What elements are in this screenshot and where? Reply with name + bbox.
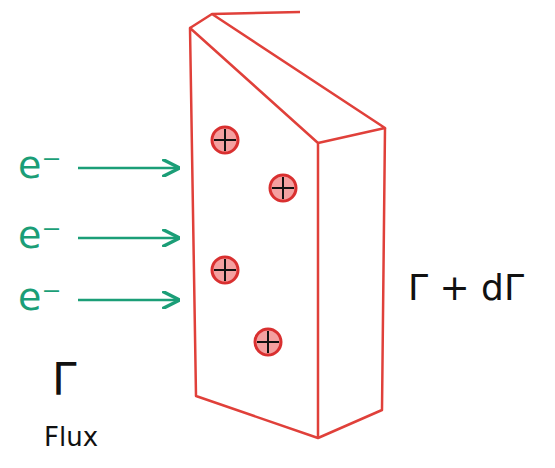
flux-arrow	[78, 167, 178, 170]
slab-front-face	[190, 28, 318, 438]
ion-symbols	[212, 127, 296, 355]
ion-symbol	[212, 257, 238, 283]
electron-arrows	[78, 168, 178, 300]
flux-symbol: Γ	[52, 358, 77, 402]
ion-symbol	[270, 175, 296, 201]
flux-out-label: Γ + dΓ	[408, 270, 524, 306]
flux-arrow	[78, 299, 178, 302]
electron-symbol: e⁻	[18, 216, 61, 254]
ion-symbol	[255, 329, 281, 355]
slab-top-face	[190, 12, 385, 143]
ion-symbol	[212, 127, 238, 153]
flux-arrow	[78, 237, 178, 240]
slab-outline	[190, 12, 385, 438]
electron-symbol: e⁻	[18, 278, 61, 316]
flux-label: Flux	[44, 424, 98, 450]
electron-symbol: e⁻	[18, 146, 61, 184]
slab-side-face	[318, 128, 385, 438]
